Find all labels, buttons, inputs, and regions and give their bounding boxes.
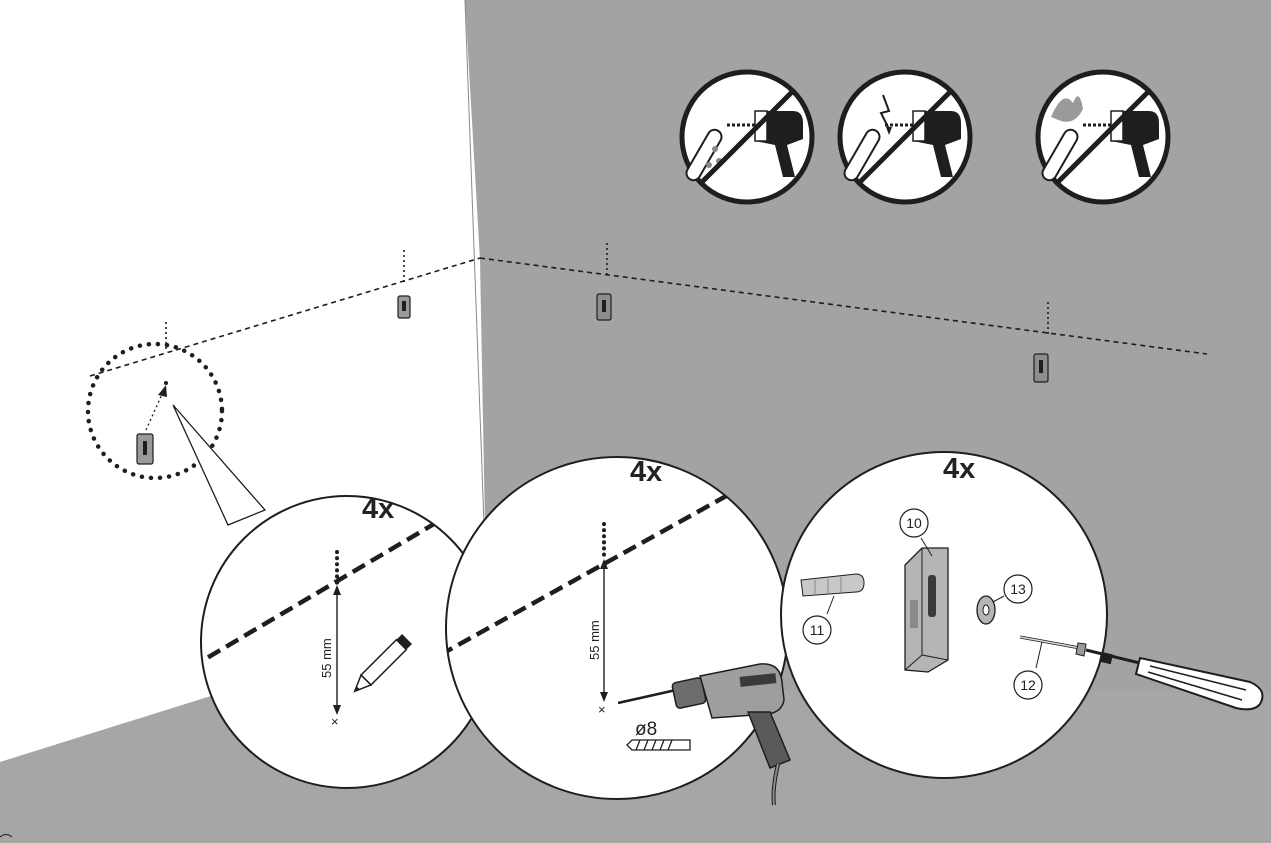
- washer-part: 13: [976, 574, 1033, 625]
- callout-tail: [172, 404, 267, 526]
- distance-label: 55 mm: [587, 620, 602, 660]
- wall-bracket-small: [1033, 353, 1049, 383]
- wall-bracket-small: [397, 295, 411, 319]
- wall-plug: 11: [800, 573, 865, 645]
- wall-bracket-small: [136, 433, 154, 465]
- count-label: 4x: [943, 453, 975, 485]
- pencil-icon: [353, 634, 412, 693]
- no-drilling-water-pipe-icon: [685, 110, 803, 182]
- warning-electric-cable: [837, 69, 973, 205]
- count-label: 4x: [362, 493, 394, 525]
- highlight-circle: [85, 341, 225, 481]
- part-number-label: 10: [906, 515, 922, 531]
- distance-label: 55 mm: [319, 638, 334, 678]
- screwdriver-icon: [1085, 648, 1264, 711]
- screw-part: 12: [1013, 635, 1087, 700]
- bit-diameter-label: ø8: [635, 719, 657, 740]
- no-drilling-gas-pipe-icon: [1041, 96, 1159, 182]
- part-number-label: 11: [810, 622, 825, 638]
- drill-icon: [617, 663, 791, 806]
- count-label: 4x: [630, 456, 662, 488]
- corner-mark: [0, 834, 13, 838]
- warning-gas-pipe: [1035, 69, 1171, 205]
- drill-point-cross: ×: [598, 702, 606, 717]
- warning-water-pipe: [679, 69, 815, 205]
- level-line: [89, 243, 1208, 377]
- mark-cross: ×: [331, 714, 339, 729]
- drill-bit: [626, 739, 691, 751]
- part-number-label: 13: [1010, 581, 1026, 597]
- wall-bracket-part: 10: [899, 508, 949, 673]
- wall-bracket-small: [596, 293, 612, 321]
- step-fix-circle: 4x 11 10 13: [780, 451, 1108, 779]
- part-number-label: 12: [1020, 677, 1036, 693]
